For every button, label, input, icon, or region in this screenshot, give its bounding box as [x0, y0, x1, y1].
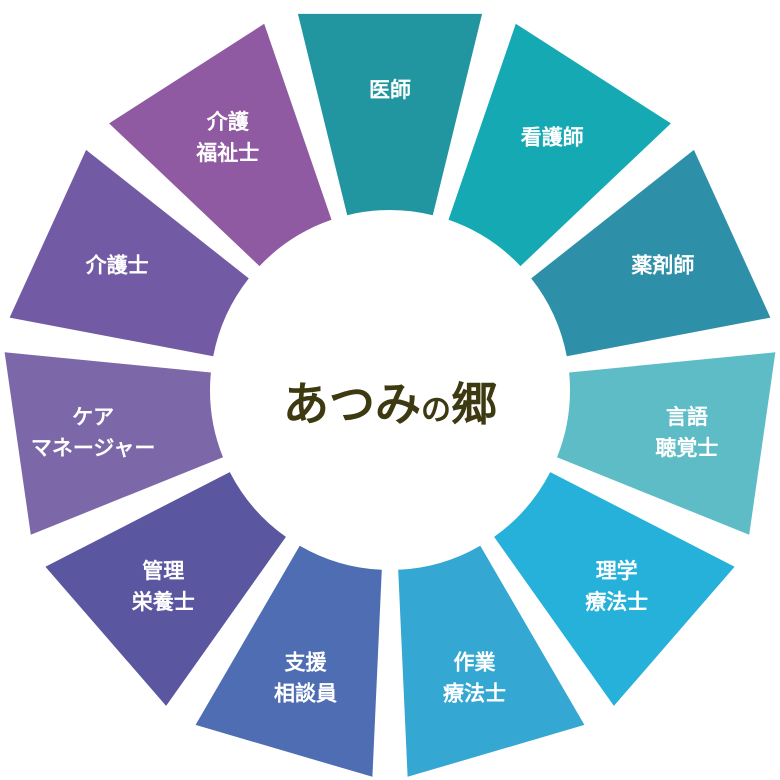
- segment-label-line: 薬剤師: [631, 252, 694, 277]
- segment-label-line: 栄養士: [131, 589, 195, 614]
- segment-label-4: 言語聴覚士: [655, 404, 718, 460]
- segment-label-line: 看護師: [521, 125, 584, 150]
- segment-10: [9, 149, 249, 357]
- segments-group: 医師看護師薬剤師言語聴覚士理学療法士作業療法士支援相談員管理栄養士ケアマネージャ…: [4, 13, 776, 777]
- segment-label-line: 聴覚士: [655, 435, 718, 460]
- center-title-end: 郷: [451, 377, 497, 431]
- segment-label-line: 相談員: [274, 680, 337, 705]
- segment-label-2: 看護師: [521, 125, 584, 150]
- segment-3: [531, 149, 771, 357]
- segment-label-line: 療法士: [443, 680, 506, 705]
- segment-8: [45, 472, 286, 706]
- segment-label-10: 介護士: [85, 252, 149, 277]
- segment-label-7: 支援相談員: [274, 649, 337, 705]
- segment-label-6: 作業療法士: [443, 649, 506, 705]
- segment-label-1: 医師: [369, 77, 411, 102]
- segment-label-line: マネージャー: [31, 435, 156, 460]
- segment-label-line: ケア: [72, 404, 114, 429]
- segment-6: [398, 545, 585, 777]
- center-title-main: あつみ: [283, 377, 421, 431]
- segment-label-line: 福祉士: [195, 140, 259, 165]
- segment-label-5: 理学療法士: [585, 558, 648, 614]
- segment-label-line: 介護: [206, 109, 250, 134]
- segment-7: [195, 545, 382, 777]
- segment-2: [448, 23, 671, 267]
- center-title-particle: の: [421, 393, 451, 428]
- segment-label-line: 理学: [596, 558, 638, 583]
- segment-9: [4, 352, 223, 535]
- segment-label-3: 薬剤師: [631, 252, 694, 277]
- segment-label-line: 支援: [285, 649, 328, 674]
- segment-label-line: 介護士: [85, 252, 149, 277]
- segment-label-11: 介護福祉士: [195, 109, 259, 165]
- segment-label-line: 管理: [142, 558, 184, 583]
- center-title: あつみの郷: [283, 377, 497, 431]
- segment-label-line: 作業: [454, 649, 497, 674]
- segment-4: [557, 352, 776, 535]
- segment-1: [297, 13, 483, 216]
- segment-label-9: ケアマネージャー: [31, 404, 156, 460]
- segment-label-line: 療法士: [585, 589, 648, 614]
- segment-label-line: 医師: [369, 77, 411, 102]
- segment-label-line: 言語: [666, 404, 708, 429]
- segment-11: [109, 23, 332, 267]
- segment-label-8: 管理栄養士: [131, 558, 195, 614]
- segment-5: [494, 472, 735, 706]
